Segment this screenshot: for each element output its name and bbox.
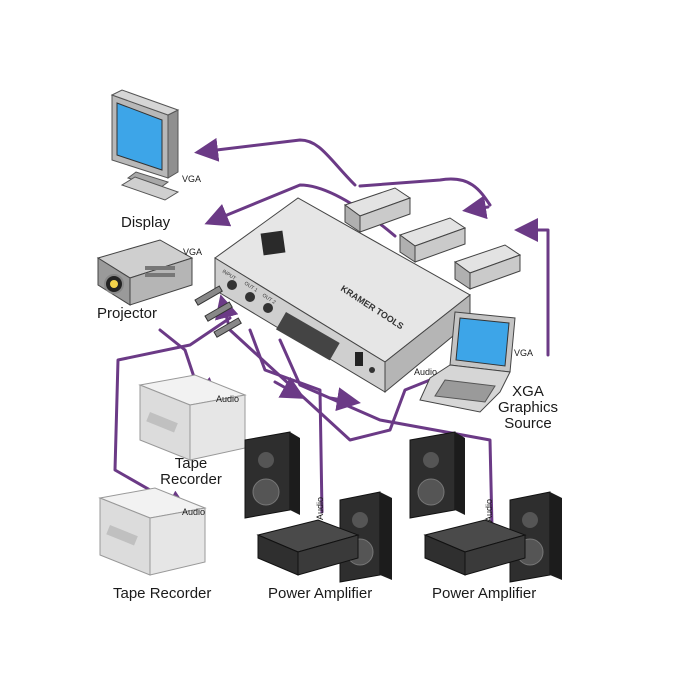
- audio-plugs: [194, 285, 242, 338]
- power-amplifier-right: [423, 519, 527, 576]
- label-power-amp-left: Power Amplifier: [268, 585, 373, 602]
- label-xga-source-line3: Source: [504, 415, 552, 432]
- vga-connector-2: [398, 217, 467, 263]
- signal-vga-projector: VGA: [183, 247, 203, 257]
- kramer-unit: KRAMER TOOLS INPUT OUT 1 OUT 2: [214, 197, 471, 394]
- laptop: [419, 311, 516, 413]
- signal-audio-tape-bottom: Audio: [182, 507, 206, 517]
- vga-connector-1: [343, 187, 412, 233]
- power-amplifier-left: [256, 519, 360, 576]
- label-power-amp-right: Power Amplifier: [432, 585, 537, 602]
- signal-vga-source: VGA: [514, 348, 534, 358]
- cable-arrow-mid-1: [273, 376, 306, 399]
- label-display: Display: [121, 214, 171, 231]
- label-projector: Projector: [97, 305, 158, 322]
- label-tape-recorder-mid-line2: Recorder: [160, 471, 222, 488]
- tape-recorder-bottom: [98, 487, 207, 576]
- cable-vga-projector: [204, 183, 397, 238]
- kramer-logo-icon: [260, 230, 286, 256]
- cable-vga-source: [514, 218, 550, 357]
- label-tape-recorder-mid: Tape Recorder: [150, 456, 232, 488]
- signal-audio-amp-left: Audio: [315, 496, 325, 520]
- label-xga-source-line2: Graphics: [497, 399, 559, 416]
- label-tape-recorder-bottom: Tape Recorder: [113, 585, 212, 602]
- label-xga-source: XGA Graphics Source: [488, 384, 568, 432]
- tape-recorder-mid: [138, 374, 247, 461]
- signal-audio-amp-right: Audio: [484, 498, 494, 522]
- cable-audio-amp-right: [278, 338, 494, 530]
- display-monitor: [110, 89, 180, 201]
- cable-audio-out-tape: [113, 316, 232, 513]
- signal-audio-source: Audio: [414, 367, 438, 377]
- cable-vga-out-to-unit: [462, 195, 490, 220]
- signal-vga-display: VGA: [182, 174, 202, 184]
- signal-audio-tape-mid: Audio: [216, 394, 240, 404]
- projector: [96, 239, 194, 306]
- vga-connector-3: [453, 244, 522, 290]
- vga-connectors: [343, 187, 522, 290]
- speakers-right: [409, 431, 562, 583]
- label-xga-source-line1: XGA: [512, 383, 544, 400]
- label-tape-recorder-mid-line1: Tape: [174, 455, 208, 472]
- cables: [113, 137, 550, 530]
- cable-vga-display: [194, 137, 357, 187]
- cable-arrow-mid-2: [328, 387, 361, 412]
